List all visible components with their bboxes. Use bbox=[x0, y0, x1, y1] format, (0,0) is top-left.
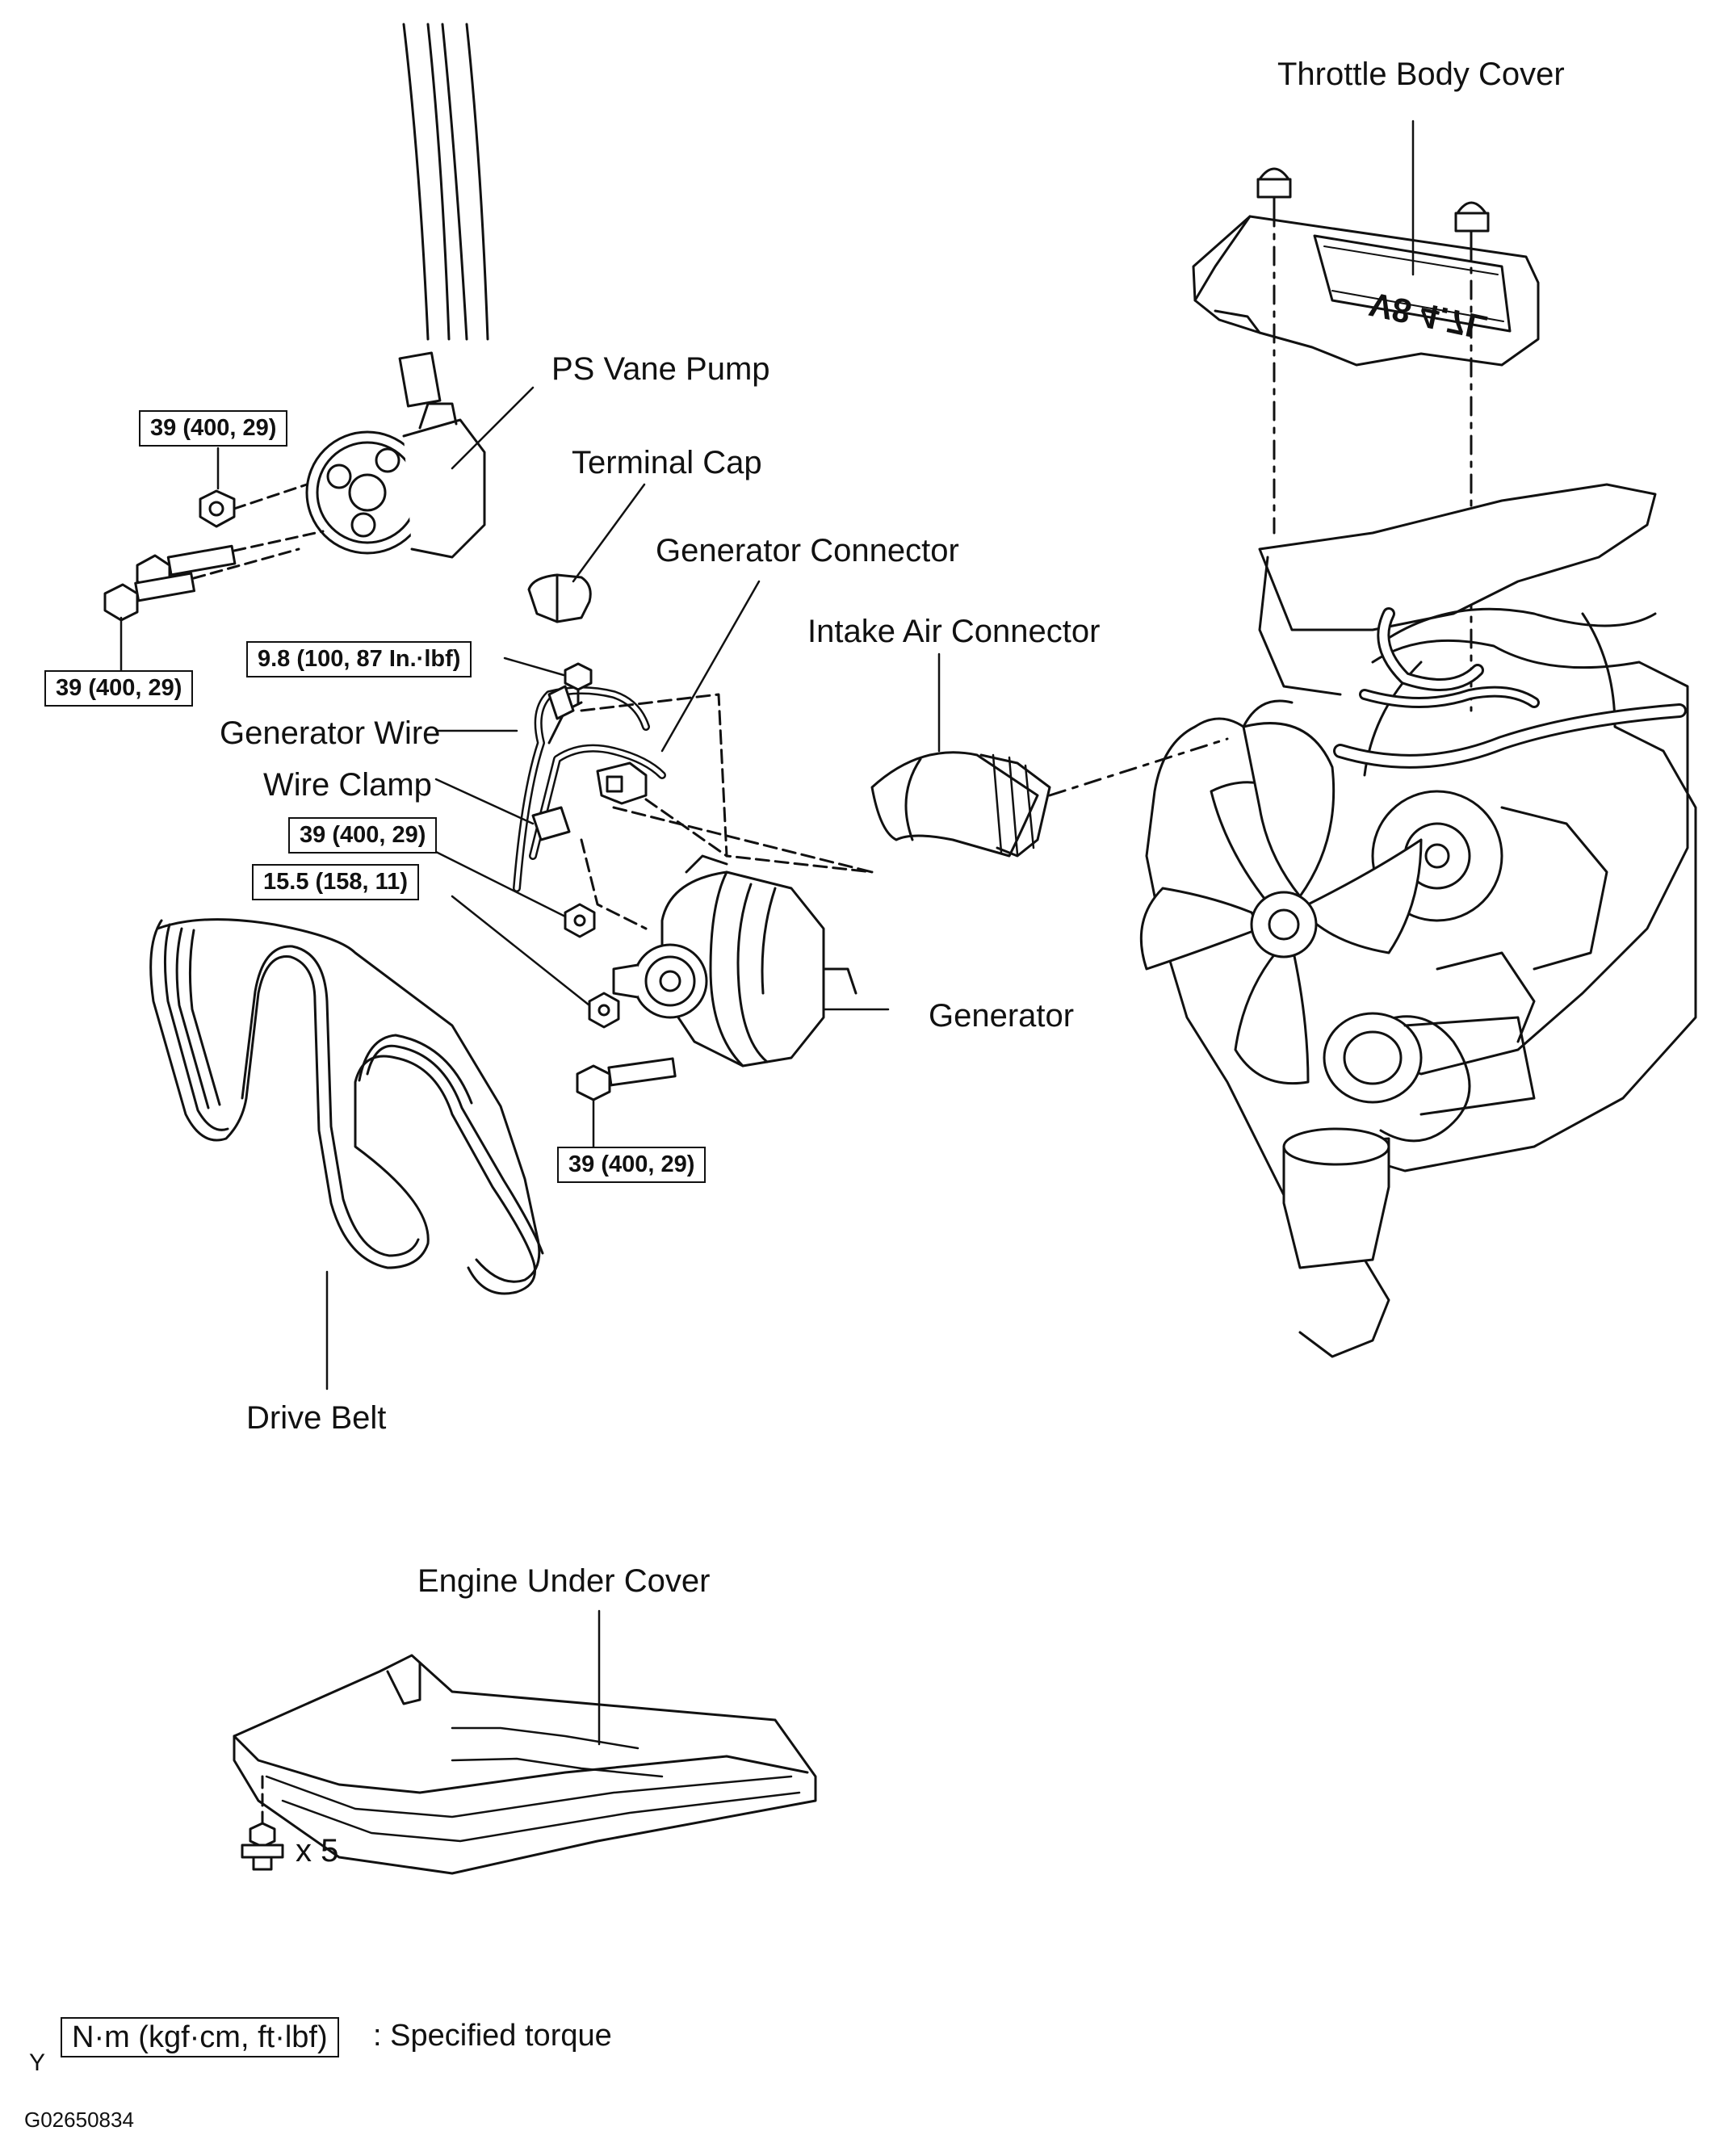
label-ps-vane-pump: PS Vane Pump bbox=[551, 351, 770, 387]
engine-assembly bbox=[1145, 483, 1697, 1358]
torque-ps-pump-nut: 39 (400, 29) bbox=[139, 410, 288, 447]
label-generator: Generator bbox=[929, 998, 1075, 1034]
torque-generator-bolt: 39 (400, 29) bbox=[557, 1147, 707, 1183]
compressor bbox=[1323, 1012, 1536, 1116]
label-throttle-body-cover: Throttle Body Cover bbox=[1277, 57, 1565, 92]
ps-pump-bolt-lower bbox=[103, 572, 195, 622]
cover-nut-right bbox=[1454, 201, 1490, 244]
label-generator-connector: Generator Connector bbox=[656, 533, 959, 568]
torque-ps-pump-bolt: 39 (400, 29) bbox=[44, 670, 194, 707]
torque-wire-nut: 9.8 (100, 87 In.·lbf) bbox=[246, 641, 472, 677]
generator-bolt bbox=[576, 1057, 677, 1101]
legend-unit-box: N·m (kgf·cm, ft·lbf) bbox=[61, 2017, 339, 2057]
wire-nut bbox=[564, 662, 593, 706]
generator-nut-lower bbox=[588, 992, 620, 1029]
drive-belt-part bbox=[149, 918, 544, 1295]
legend-marker: Y bbox=[29, 2049, 46, 2076]
label-bolt-count: x 5 bbox=[296, 1833, 339, 1869]
torque-generator-nut-upper: 39 (400, 29) bbox=[288, 817, 438, 854]
engine-under-cover-part bbox=[233, 1654, 817, 1875]
label-terminal-cap: Terminal Cap bbox=[572, 445, 762, 480]
label-generator-wire: Generator Wire bbox=[220, 715, 441, 751]
label-drive-belt: Drive Belt bbox=[246, 1400, 387, 1436]
generator-wire-part bbox=[513, 685, 666, 892]
terminal-cap-part bbox=[527, 573, 592, 623]
cover-nut-left bbox=[1256, 167, 1292, 210]
intake-air-connector-part bbox=[870, 751, 1051, 858]
generator-part bbox=[612, 854, 858, 1068]
under-cover-bolt-icon bbox=[241, 1822, 284, 1871]
ps-vane-pump-part bbox=[305, 23, 489, 559]
label-intake-air-connector: Intake Air Connector bbox=[807, 614, 1101, 649]
generator-nut-upper bbox=[564, 903, 596, 938]
torque-generator-nut-lower: 15.5 (158, 11) bbox=[252, 864, 419, 900]
cooling-fan bbox=[1139, 722, 1423, 1085]
ps-pump-nut bbox=[199, 489, 236, 528]
figure-code: G02650834 bbox=[24, 2108, 134, 2132]
label-wire-clamp: Wire Clamp bbox=[263, 767, 432, 803]
throttle-body-cover: V8 4.7L bbox=[1192, 215, 1540, 367]
label-engine-under-cover: Engine Under Cover bbox=[417, 1563, 711, 1599]
legend-description: : Specified torque bbox=[373, 2019, 612, 2053]
